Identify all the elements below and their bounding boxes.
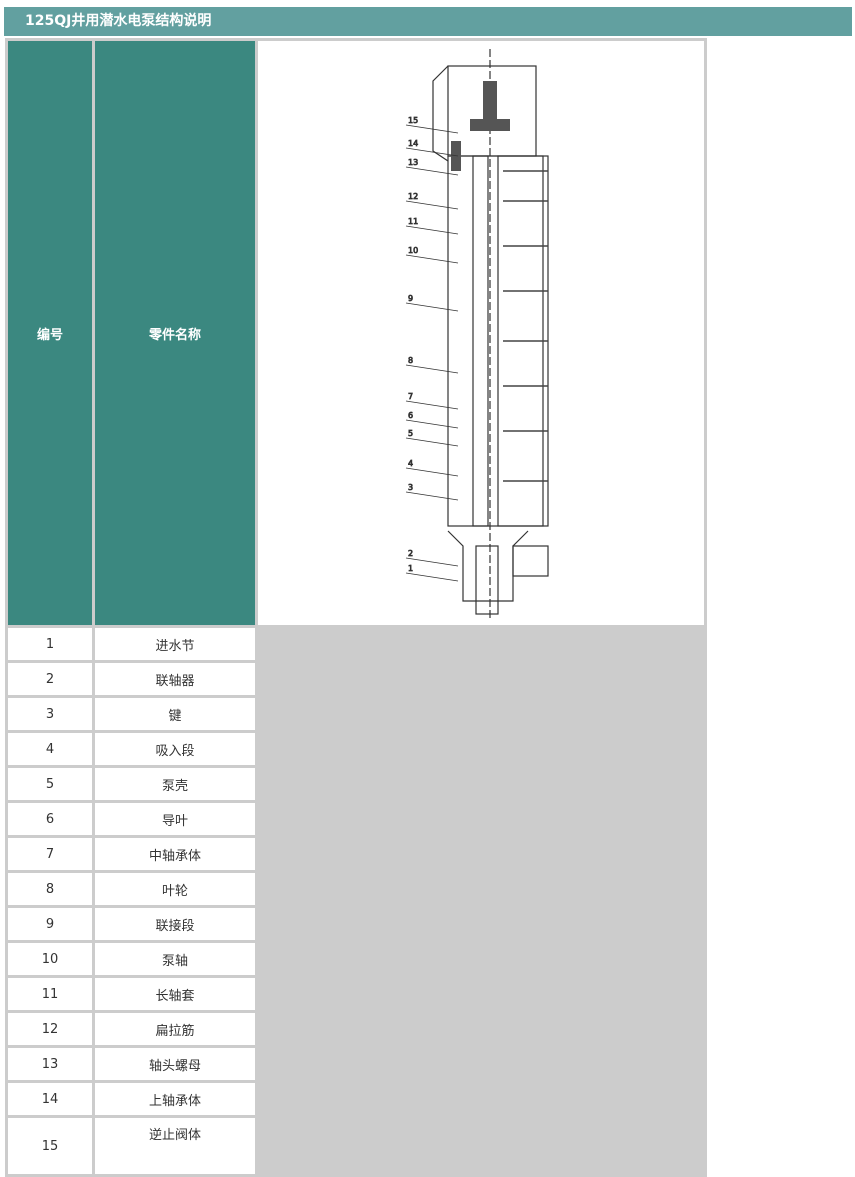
callout-leader-line <box>405 225 459 235</box>
callout-leader-line <box>405 364 459 374</box>
part-name: 键 <box>95 698 255 730</box>
callout-label: 13 <box>408 158 418 167</box>
callout-label: 5 <box>408 429 413 438</box>
part-number: 5 <box>8 768 92 800</box>
part-number: 8 <box>8 873 92 905</box>
part-name: 叶轮 <box>95 873 255 905</box>
part-name: 上轴承体 <box>95 1083 255 1115</box>
callout-leader-line <box>405 302 459 312</box>
pump-structure-diagram: 15 14 13 12 11 10 9 8 7 6 5 4 3 2 1 <box>405 49 549 621</box>
callout-leader-line <box>405 147 459 157</box>
part-name: 泵轴 <box>95 943 255 975</box>
part-name: 中轴承体 <box>95 838 255 870</box>
part-name: 吸入段 <box>95 733 255 765</box>
part-name: 逆止阀体 <box>95 1118 255 1174</box>
part-number: 2 <box>8 663 92 695</box>
part-number: 14 <box>8 1083 92 1115</box>
part-number: 10 <box>8 943 92 975</box>
callout-leader-line <box>405 400 459 410</box>
part-number: 13 <box>8 1048 92 1080</box>
callout-leader-line <box>405 557 459 567</box>
callout-label: 6 <box>408 411 413 420</box>
callout-leader-line <box>405 124 459 134</box>
part-name: 扁拉筋 <box>95 1013 255 1045</box>
callout-label: 9 <box>408 294 413 303</box>
page-title: 125QJ井用潜水电泵结构说明 <box>4 7 852 36</box>
callout-label: 3 <box>408 483 413 492</box>
part-name: 联接段 <box>95 908 255 940</box>
part-name: 联轴器 <box>95 663 255 695</box>
callout-leader-line <box>405 437 459 447</box>
callout-label: 2 <box>408 549 413 558</box>
callout-leader-line <box>405 572 459 582</box>
part-number: 4 <box>8 733 92 765</box>
callout-leader-line <box>405 419 459 429</box>
part-name: 进水节 <box>95 628 255 660</box>
callout-leader-line <box>405 467 459 477</box>
part-number: 3 <box>8 698 92 730</box>
callout-label: 14 <box>408 139 418 148</box>
callout-label: 1 <box>408 564 413 573</box>
callout-label: 12 <box>408 192 418 201</box>
part-name: 导叶 <box>95 803 255 835</box>
part-name: 泵壳 <box>95 768 255 800</box>
callout-label: 4 <box>408 459 413 468</box>
header-number: 编号 <box>8 41 92 625</box>
part-number: 11 <box>8 978 92 1010</box>
callout-label: 11 <box>408 217 418 226</box>
callout-label: 15 <box>408 116 418 125</box>
callout-leader-line <box>405 254 459 264</box>
part-number: 9 <box>8 908 92 940</box>
part-name: 长轴套 <box>95 978 255 1010</box>
callout-leader-line <box>405 491 459 501</box>
callout-label: 7 <box>408 392 413 401</box>
header-part-name: 零件名称 <box>95 41 255 625</box>
part-number: 7 <box>8 838 92 870</box>
callout-leader-line <box>405 200 459 210</box>
diagram-cell: 15 14 13 12 11 10 9 8 7 6 5 4 3 2 1 <box>258 41 704 625</box>
callout-label: 10 <box>408 246 418 255</box>
part-number: 1 <box>8 628 92 660</box>
callout-label: 8 <box>408 356 413 365</box>
part-name: 轴头螺母 <box>95 1048 255 1080</box>
part-number: 15 <box>8 1118 92 1174</box>
part-number: 12 <box>8 1013 92 1045</box>
part-number: 6 <box>8 803 92 835</box>
callout-leader-line <box>405 166 459 176</box>
